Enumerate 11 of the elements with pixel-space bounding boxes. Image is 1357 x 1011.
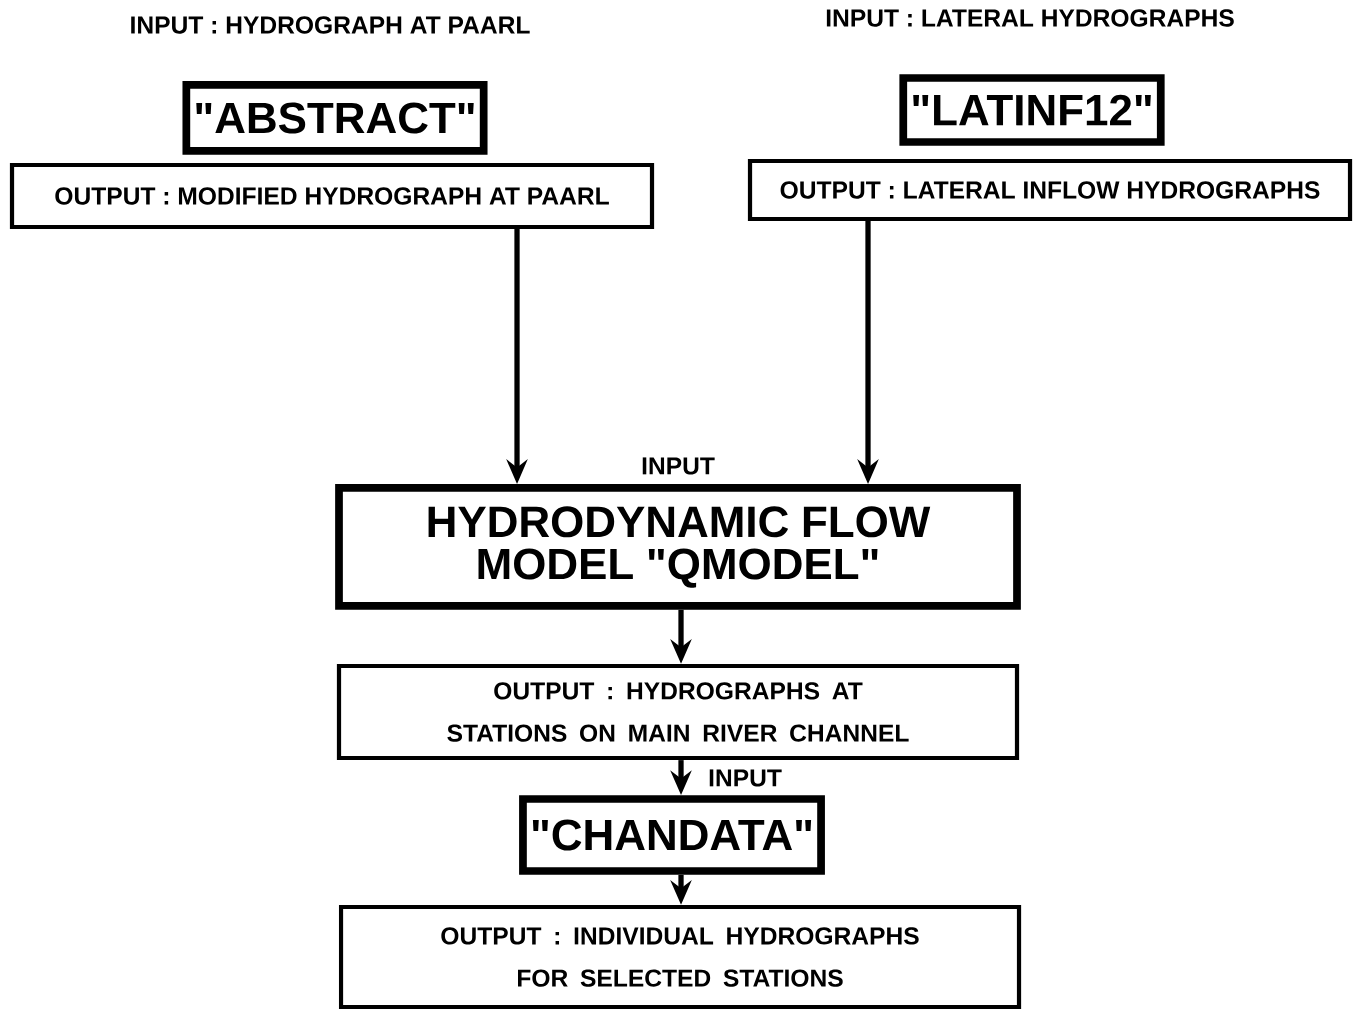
output-box: OUTPUT : LATERAL INFLOW HYDROGRAPHS — [747, 158, 1353, 222]
program-box: "LATINF12" — [899, 74, 1165, 146]
output-box: OUTPUT : MODIFIED HYDROGRAPH AT PAARL — [9, 162, 655, 230]
output-box: OUTPUT : HYDROGRAPHS AT STATIONS ON MAIN RIVER CHANNEL — [336, 663, 1020, 761]
input-label: INPUT : LATERAL HYDROGRAPHS — [826, 9, 1234, 27]
model-box: HYDRODYNAMIC FLOW MODEL "QMODEL" — [335, 484, 1021, 610]
program-box: "CHANDATA" — [519, 795, 825, 875]
input-label: INPUT : HYDROGRAPH AT PAARL — [131, 16, 530, 34]
input-label: INPUT — [642, 457, 715, 475]
program-box: "ABSTRACT" — [182, 81, 488, 155]
output-box: OUTPUT : INDIVIDUAL HYDROGRAPHS FOR SELECTED STATIONS — [338, 904, 1022, 1010]
